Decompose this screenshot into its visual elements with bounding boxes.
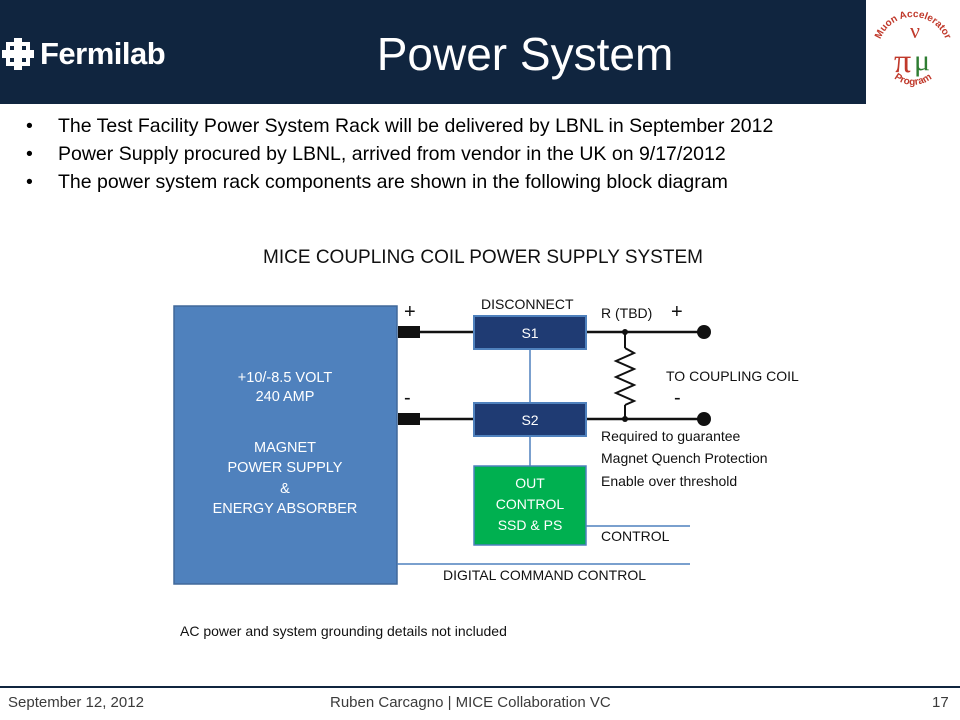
junction-dot	[622, 329, 628, 335]
negative-terminal	[398, 413, 420, 425]
diagram-footnote: AC power and system grounding details no…	[180, 623, 507, 639]
switch-s2-label: S2	[521, 412, 538, 428]
page-number: 17	[932, 694, 949, 711]
badge-bottom-text: Program	[892, 71, 934, 88]
coil-positive-label: +	[671, 301, 683, 323]
supply-label-line: POWER SUPPLY	[228, 460, 343, 476]
bullet-marker: •	[26, 115, 33, 137]
note-line: Magnet Quench Protection	[601, 450, 768, 466]
supply-label-line: 240 AMP	[256, 389, 315, 405]
supply-label-line: ENERGY ABSORBER	[213, 501, 358, 517]
diagram-title: MICE COUPLING COIL POWER SUPPLY SYSTEM	[263, 247, 703, 268]
fermilab-mark-icon	[2, 38, 34, 70]
switch-s2	[473, 402, 587, 437]
bullet-text: The Test Facility Power System Rack will…	[58, 115, 774, 137]
positive-terminal	[398, 326, 420, 338]
negative-terminal-label: -	[404, 387, 411, 409]
supply-label-line: +10/-8.5 VOLT	[238, 370, 333, 386]
badge-mu-glyph: μ	[914, 44, 930, 77]
bullet-item: • The power system rack components are sh…	[0, 168, 960, 196]
switch-s1	[473, 315, 587, 350]
footer-divider	[0, 686, 960, 688]
control-label: CONTROL	[601, 528, 670, 544]
footer-date: September 12, 2012	[8, 694, 144, 711]
svg-text:Program: Program	[892, 71, 934, 88]
disconnect-label: DISCONNECT	[481, 296, 574, 312]
coil-negative-label: -	[674, 387, 681, 409]
coil-terminal-positive	[697, 325, 711, 339]
fermilab-logo: Fermilab	[0, 34, 166, 74]
bullet-text: Power Supply procured by LBNL, arrived f…	[58, 143, 726, 165]
output-control-block	[473, 465, 587, 546]
header-bar: Fermilab Power System Muon Accelerator π…	[0, 0, 960, 104]
supply-label-line: &	[280, 481, 290, 497]
map-badge-graphic: Muon Accelerator π μ ν Program	[869, 8, 957, 96]
control-block-line: SSD & PS	[498, 517, 563, 533]
muon-accelerator-program-logo: Muon Accelerator π μ ν Program	[866, 0, 960, 104]
control-block-line: OUT	[515, 475, 545, 491]
note-line: Required to guarantee	[601, 428, 741, 444]
bullet-marker: •	[26, 171, 33, 193]
coil-terminal-negative	[697, 412, 711, 426]
bullet-item: • The Test Facility Power System Rack wil…	[0, 112, 960, 140]
positive-terminal-label: +	[404, 301, 416, 323]
resistor-label: R (TBD)	[601, 305, 652, 321]
supply-label-line: MAGNET	[254, 440, 316, 456]
power-supply-block	[173, 305, 398, 585]
bullet-list: • The Test Facility Power System Rack wil…	[0, 112, 960, 196]
badge-pi-glyph: π	[894, 43, 911, 80]
coil-label: TO COUPLING COIL	[666, 368, 799, 384]
bullet-item: • Power Supply procured by LBNL, arrived …	[0, 140, 960, 168]
note-line: Enable over threshold	[601, 473, 737, 489]
bullet-text: The power system rack components are sho…	[58, 171, 728, 193]
junction-dot	[622, 416, 628, 422]
footer-presenter: Ruben Carcagno | MICE Collaboration VC	[330, 694, 611, 711]
control-block-line: CONTROL	[496, 496, 565, 512]
bullet-marker: •	[26, 143, 33, 165]
page-title: Power System	[376, 28, 674, 80]
switch-s1-label: S1	[521, 325, 538, 341]
digital-command-label: DIGITAL COMMAND CONTROL	[443, 567, 646, 583]
resistor-symbol	[613, 347, 637, 406]
badge-nu-glyph: ν	[910, 18, 920, 43]
fermilab-logo-text: Fermilab	[40, 36, 166, 71]
